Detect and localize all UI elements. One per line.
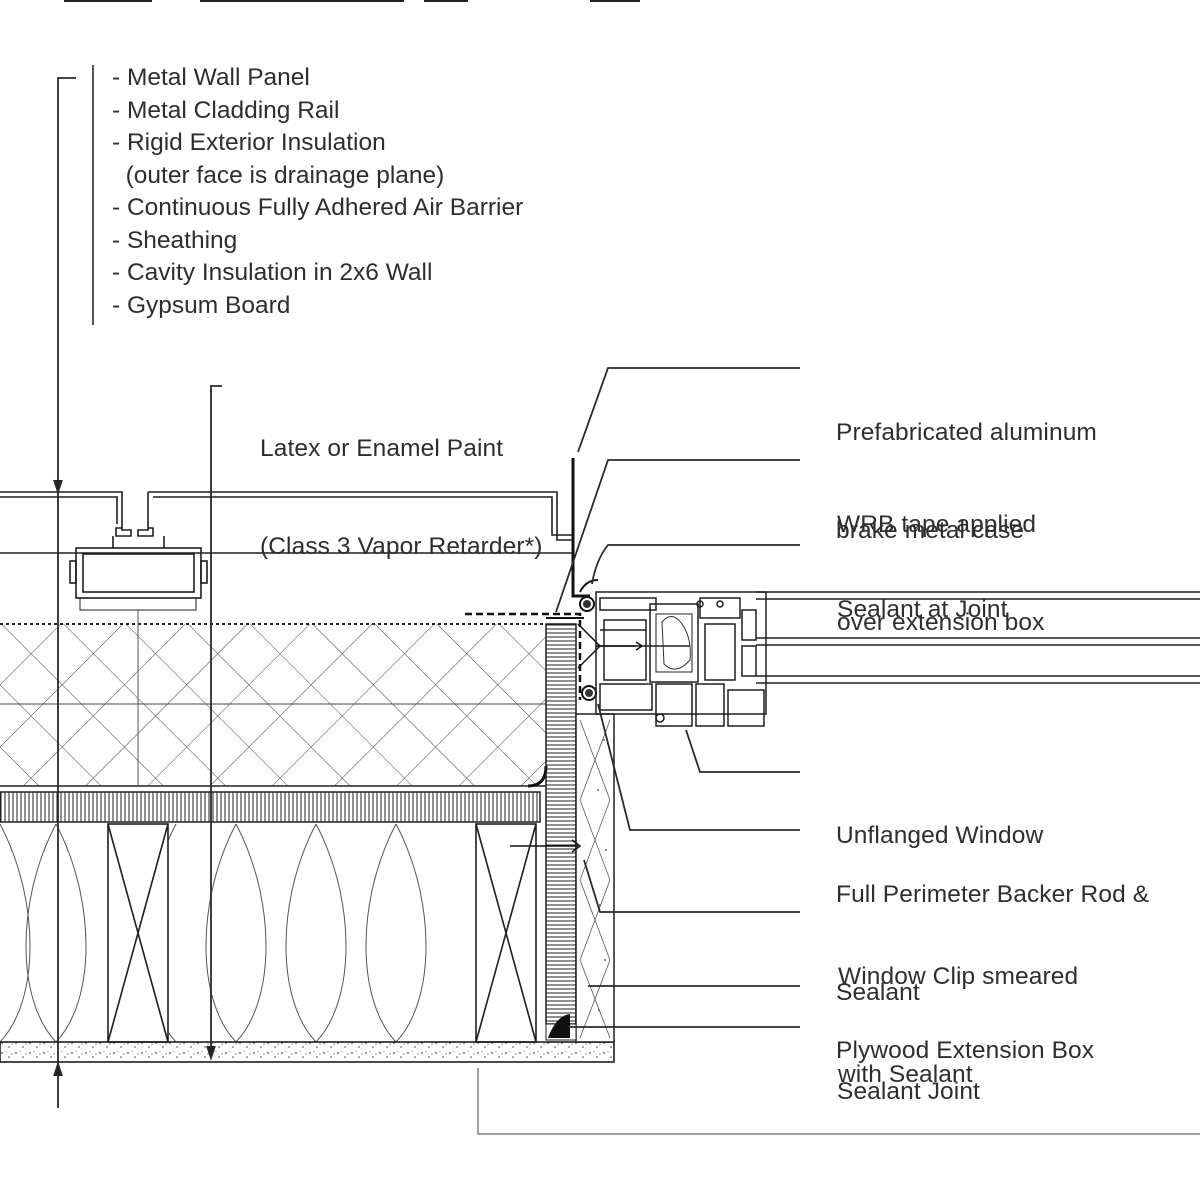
- cavity-insulation-2x6: [0, 824, 536, 1042]
- callout-brake-metal-line-2: brake metal case: [836, 516, 1025, 544]
- callout-sealant-at-joint: Sealant at Joint: [837, 529, 1008, 659]
- brake-metal-case: [571, 458, 590, 598]
- callout-window-clip-line-1: Window Clip smeared: [838, 963, 1079, 990]
- leader-backer-rod: [597, 703, 800, 831]
- callout-backer-rod-line-1: Full Perimeter Backer Rod &: [836, 881, 1150, 908]
- leader-brake-metal: [577, 367, 800, 453]
- window-thermal-break: [661, 616, 691, 670]
- callout-paint-line-1: Latex or Enamel Paint: [260, 435, 504, 462]
- callout-unflanged-window-line-1: Unflanged Window: [836, 822, 1044, 849]
- metal-cladding-rail: [69, 536, 208, 611]
- callout-paint-line-2: (Class 3 Vapor Retarder*): [260, 532, 543, 560]
- leader-lines: [53, 77, 1200, 1135]
- callout-unflanged-window: Unflanged Window: [836, 755, 1043, 885]
- layer-air-barrier: - Continuous Fully Adhered Air Barrier: [112, 194, 524, 221]
- callout-backer-rod-line-2: Sealant: [836, 978, 920, 1006]
- layer-metal-wall-panel: - Metal Wall Panel: [112, 64, 310, 91]
- leader-paint: [210, 385, 222, 1058]
- leader-layers: [57, 77, 76, 1108]
- rigid-exterior-insulation: [0, 610, 548, 788]
- callout-sealant-joint-line-1: Sealant Joint: [837, 1078, 980, 1105]
- wood-studs: [107, 823, 537, 1043]
- unflanged-window-frame: [595, 591, 767, 727]
- leader-window: [685, 729, 800, 773]
- layer-cavity-insulation: - Cavity Insulation in 2x6 Wall: [112, 259, 433, 286]
- triple-glazing: [756, 591, 1200, 684]
- leader-sealant-top: [591, 544, 800, 585]
- callout-wrb-tape: WRB tape applied over extension box: [837, 444, 1044, 672]
- sheathing: [0, 791, 541, 823]
- callout-backer-rod: Full Perimeter Backer Rod & Sealant: [836, 814, 1149, 1042]
- callout-window-clip-line-2: with Sealant: [838, 1060, 973, 1088]
- wall-layers-list: - Metal Wall Panel - Metal Cladding Rail…: [112, 62, 523, 322]
- leader-clip: [583, 859, 800, 913]
- layer-metal-cladding-rail: - Metal Cladding Rail: [112, 96, 340, 124]
- gypsum-board: [0, 1041, 615, 1063]
- window-clip-screw: [510, 623, 644, 853]
- metal-wall-panel: [0, 491, 572, 554]
- leader-wrb-tape: [555, 459, 800, 613]
- callout-plywood-box: Plywood Extension Box: [836, 970, 1094, 1100]
- callout-window-clip: Window Clip smeared with Sealant: [838, 896, 1078, 1124]
- callout-plywood-box-line-1: Plywood Extension Box: [836, 1037, 1095, 1064]
- layer-rigid-insulation: - Rigid Exterior Insulation: [112, 129, 386, 156]
- callout-brake-metal-line-1: Prefabricated aluminum: [836, 419, 1097, 446]
- callout-sealant-at-joint-line-1: Sealant at Joint: [837, 596, 1008, 623]
- layer-rigid-insulation-note: (outer face is drainage plane): [112, 161, 445, 189]
- plywood-extension-box: [545, 623, 615, 1043]
- callout-wrb-tape-line-2: over extension box: [837, 608, 1045, 636]
- callout-paint: Latex or Enamel Paint (Class 3 Vapor Ret…: [260, 368, 543, 596]
- layer-gypsum-board: - Gypsum Board: [112, 291, 291, 319]
- dimension-line-bottom: [477, 1068, 1200, 1135]
- layer-sheathing: - Sheathing: [112, 226, 238, 254]
- callout-sealant-joint: Sealant Joint: [837, 1011, 980, 1141]
- callout-brake-metal: Prefabricated aluminum brake metal case: [836, 352, 1097, 580]
- callout-wrb-tape-line-1: WRB tape applied: [837, 511, 1037, 538]
- wrb-tape: [465, 612, 582, 700]
